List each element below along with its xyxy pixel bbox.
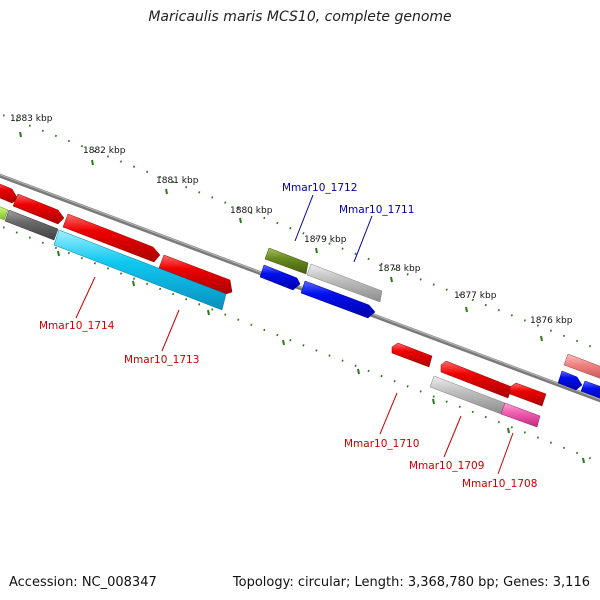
ruler-label-1881: 1881 kbp	[156, 176, 199, 186]
ruler-label-1880: 1880 kbp	[230, 206, 273, 216]
gene-cyan[interactable]	[53, 229, 227, 311]
ruler-label-1883: 1883 kbp	[10, 114, 53, 124]
ruler-label-1878: 1878 kbp	[378, 264, 421, 274]
genome-backbone	[0, 173, 600, 403]
gene-blue-right-1[interactable]	[557, 370, 583, 391]
gene-pink-1708[interactable]	[500, 402, 541, 428]
ruler-label-1876: 1876 kbp	[530, 316, 573, 326]
gene-lime-left[interactable]	[0, 205, 9, 221]
ruler-major-ticks	[19, 131, 585, 464]
ruler-label-1882: 1882 kbp	[83, 146, 126, 156]
gene-label-mmar10-1711[interactable]: Mmar10_1711	[339, 204, 414, 216]
gene-blue-1[interactable]	[259, 264, 301, 291]
outer-ruler	[0, 112, 600, 351]
map-title: Maricaulis maris MCS10, complete genome	[148, 9, 452, 25]
gene-red-left-3[interactable]	[62, 213, 161, 263]
label-leader-lines	[75, 194, 514, 475]
gene-blue-right-2[interactable]	[580, 380, 600, 402]
gene-gray-1711[interactable]	[306, 263, 383, 303]
gene-red-left-4[interactable]	[158, 254, 233, 295]
ruler-label-1879: 1879 kbp	[304, 235, 347, 245]
inner-ruler	[0, 224, 600, 463]
gene-darkgray-left[interactable]	[4, 209, 59, 241]
ruler-label-1877: 1877 kbp	[454, 291, 497, 301]
gene-label-mmar10-1713[interactable]: Mmar10_1713	[124, 354, 199, 366]
gene-label-mmar10-1712[interactable]: Mmar10_1712	[282, 182, 357, 194]
gene-label-mmar10-1710[interactable]: Mmar10_1710	[344, 438, 419, 450]
gene-red-1708[interactable]	[509, 382, 547, 407]
gene-olive[interactable]	[264, 247, 309, 275]
gene-red-left-2[interactable]	[12, 193, 65, 225]
gene-label-mmar10-1709[interactable]: Mmar10_1709	[409, 460, 484, 472]
gene-label-mmar10-1708[interactable]: Mmar10_1708	[462, 478, 537, 490]
gene-blue-2[interactable]	[300, 280, 376, 319]
accession-text: Accession: NC_008347	[9, 575, 157, 590]
genome-stats-text: Topology: circular; Length: 3,368,780 bp…	[232, 575, 590, 590]
gene-salmon-right[interactable]	[563, 353, 600, 382]
gene-label-mmar10-1714[interactable]: Mmar10_1714	[39, 320, 115, 332]
gene-red-1710[interactable]	[391, 342, 433, 368]
